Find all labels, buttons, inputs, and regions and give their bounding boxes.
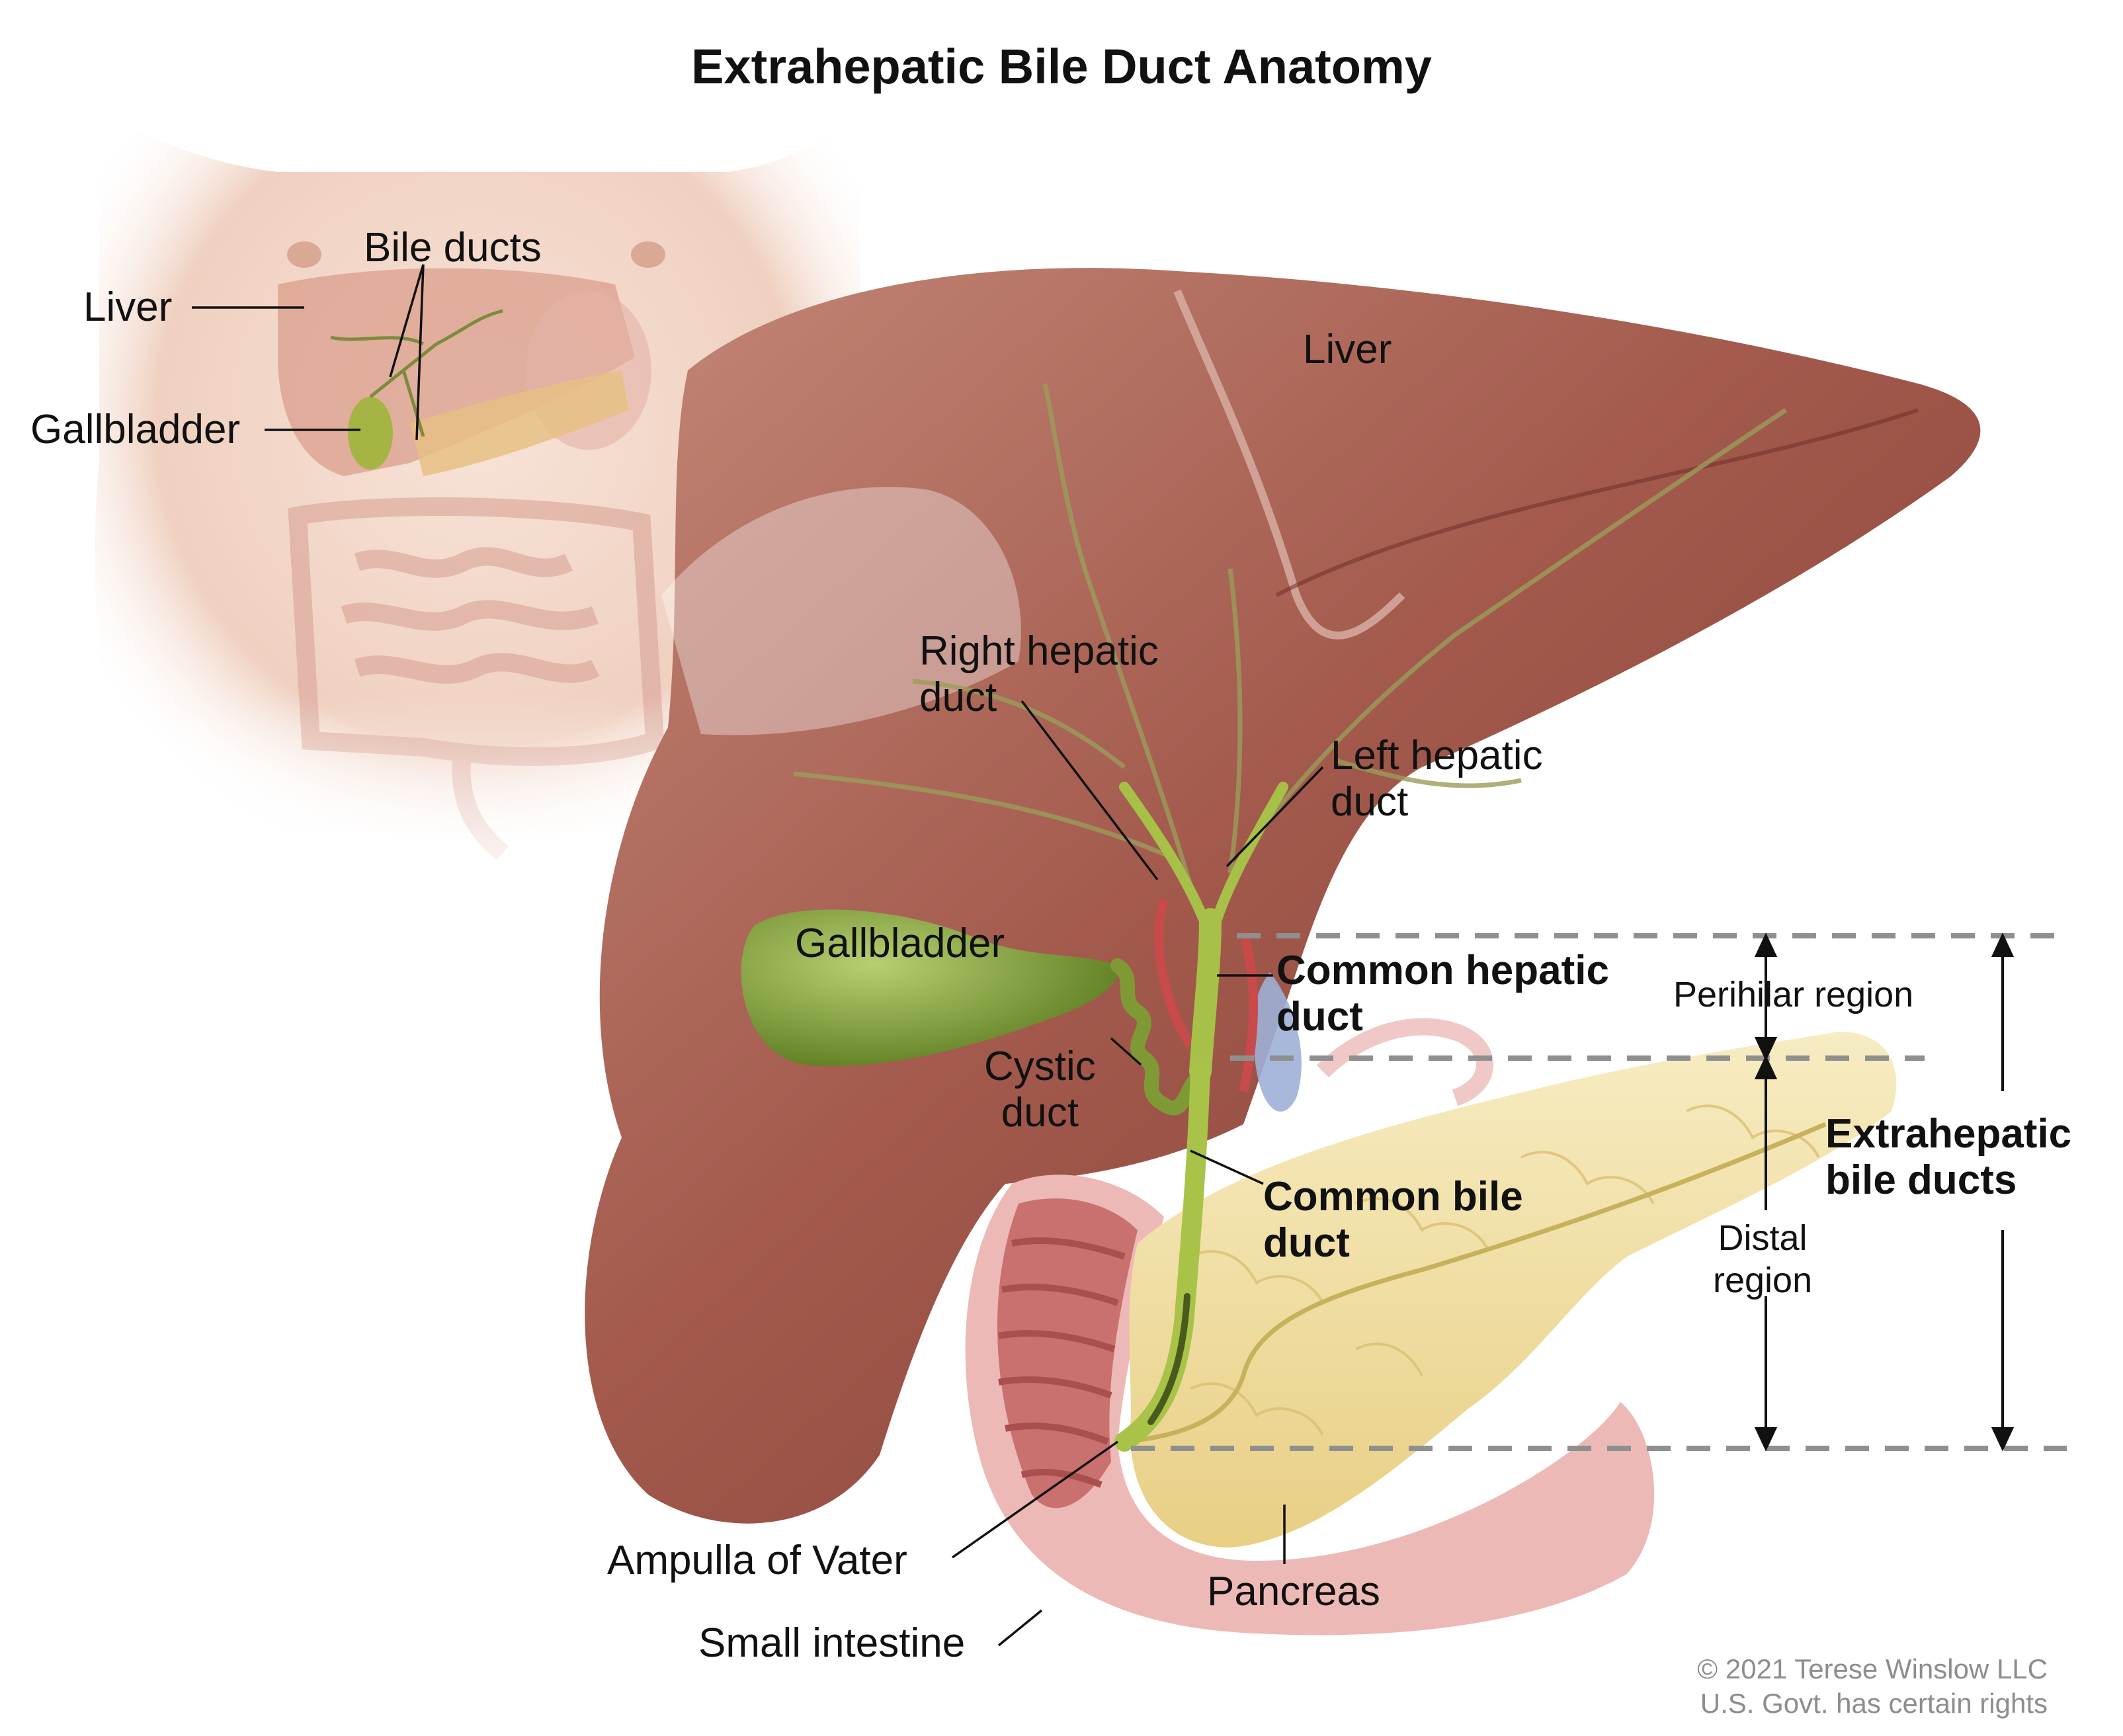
falciform-ligament (1173, 289, 1405, 640)
duodenum-mucosa (997, 1198, 1138, 1509)
right-nipple (631, 241, 665, 268)
liver-label: Liver (1303, 327, 1392, 372)
small-intestine-label: Small intestine (698, 1620, 966, 1666)
perihilar-region-label: Perihilar region (1673, 975, 1914, 1014)
duct-system (1114, 782, 1288, 1452)
inset-pancreas (410, 370, 628, 476)
main-liver (585, 268, 1981, 1524)
pancreas-lobules (1190, 1104, 1820, 1436)
common-hepatic-duct-label: Common hepatic duct (1276, 948, 1609, 1040)
cystic-duct-shape (1110, 958, 1204, 1116)
common-bile-duct-label: Common bile duct (1263, 1174, 1523, 1266)
aorta-branch (1316, 1018, 1493, 1106)
liver-highlight (661, 487, 1021, 735)
intrahepatic-ducts (793, 383, 1787, 887)
copyright-credit: © 2021 Terese Winslow LLC U.S. Govt. has… (1697, 1652, 2048, 1721)
leader-lines (192, 264, 1324, 1647)
pancreas-organ (1129, 1032, 1897, 1548)
distal-region-label: Distal region (1713, 1218, 1813, 1300)
region-arrows (1754, 932, 2015, 1452)
inset-gallbladder (348, 397, 393, 470)
hepatic-artery (1154, 897, 1258, 1093)
liver-body (585, 268, 1981, 1524)
inset-liver-label: Liver (83, 284, 173, 330)
pancreatic-duct (1124, 1122, 1827, 1444)
diagram-title: Extrahepatic Bile Duct Anatomy (691, 39, 1432, 94)
portal-vein (1253, 972, 1302, 1112)
distal-duct-dark (1147, 1293, 1190, 1425)
left-hepatic-duct-label: Left hepatic duct (1331, 733, 1543, 825)
duodenum-folds (998, 1237, 1126, 1488)
copyright-line: © 2021 Terese Winslow LLC (1697, 1653, 2048, 1684)
rights-line: U.S. Govt. has certain rights (1700, 1688, 2048, 1719)
inset-bile-ducts (330, 309, 503, 437)
ampulla-of-vater-label: Ampulla of Vater (607, 1538, 907, 1583)
inset-torso (79, 112, 873, 906)
common-hepatic-duct-shape (1189, 908, 1222, 1083)
region-lines (1131, 933, 2067, 1451)
left-lobe-edge (1275, 408, 1919, 597)
gallbladder-organ (741, 909, 1118, 1066)
hilar-vessels (1154, 897, 1493, 1112)
cystic-duct-label: Cystic duct (984, 1044, 1096, 1136)
right-hepatic-duct-label: Right hepatic duct (919, 628, 1159, 720)
gallbladder-label: Gallbladder (795, 921, 1005, 966)
left-hepatic-duct-shape (1212, 782, 1288, 925)
pancreas-label: Pancreas (1207, 1569, 1380, 1614)
left-nipple (287, 241, 321, 268)
extrahepatic-bile-ducts-label: Extrahepatic bile ducts (1825, 1111, 2072, 1203)
inset-gallbladder-label: Gallbladder (30, 407, 241, 452)
inset-bile-ducts-label: Bile ducts (364, 225, 542, 270)
right-hepatic-duct-shape (1119, 782, 1209, 925)
